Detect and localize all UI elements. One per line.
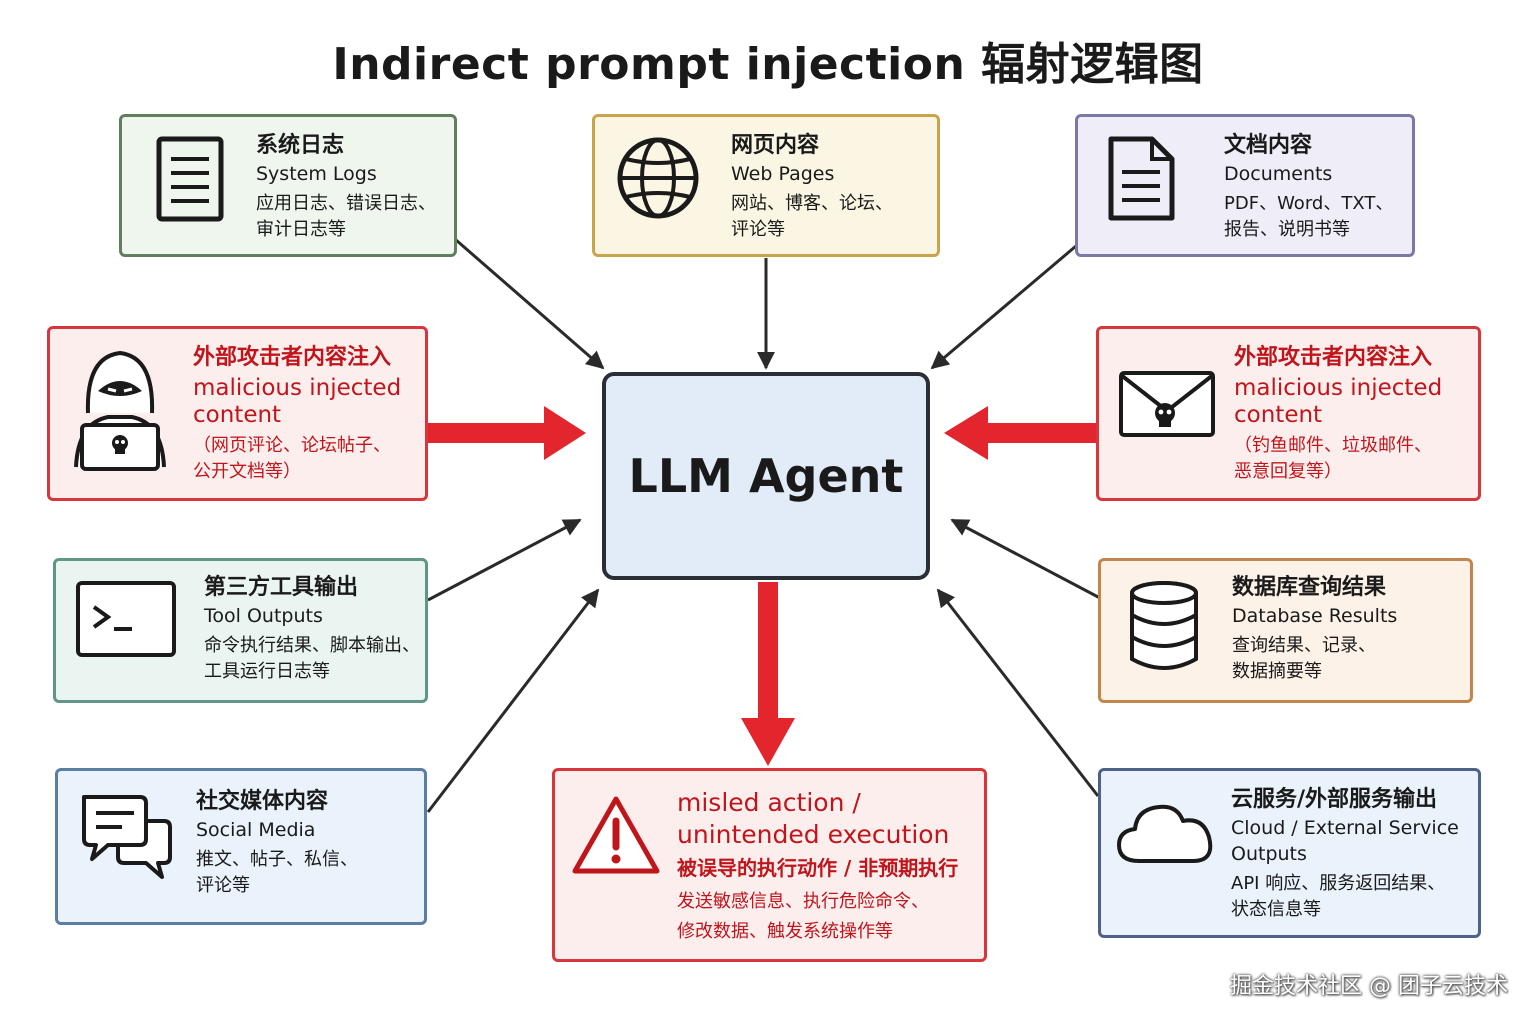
page-title: Indirect prompt injection 辐射逻辑图 <box>332 39 1204 90</box>
file-icon <box>1106 134 1178 228</box>
database-desc-1: 查询结果、记录、 <box>1232 635 1376 656</box>
node-cloud: 云服务/外部服务输出 Cloud / External Service Outp… <box>1098 768 1481 938</box>
cloud-desc-2: 状态信息等 <box>1231 899 1321 920</box>
red-arrow-right <box>944 406 1096 460</box>
social-media-title-en: Social Media <box>196 819 316 841</box>
terminal-icon <box>74 579 178 663</box>
attacker-left-en-1: malicious injected <box>193 375 402 401</box>
social-media-title-cn: 社交媒体内容 <box>196 789 329 814</box>
web-pages-title-en: Web Pages <box>731 163 835 185</box>
web-pages-desc-2: 评论等 <box>731 219 785 240</box>
attacker-left-title-cn: 外部攻击者内容注入 <box>193 345 392 370</box>
database-desc-2: 数据摘要等 <box>1232 661 1322 682</box>
database-title-en: Database Results <box>1232 605 1398 627</box>
node-tool-outputs: 第三方工具输出 Tool Outputs 命令执行结果、脚本输出、 工具运行日志… <box>53 558 428 703</box>
cloud-title-en-2: Outputs <box>1231 843 1307 865</box>
node-attacker-right: 外部攻击者内容注入 malicious injected content （钓鱼… <box>1096 326 1481 501</box>
arrow-cloud <box>936 588 1100 797</box>
system-logs-title-en: System Logs <box>256 163 377 185</box>
database-icon <box>1127 579 1201 679</box>
social-media-desc-1: 推文、帖子、私信、 <box>196 849 358 870</box>
tool-outputs-desc-2: 工具运行日志等 <box>204 661 330 682</box>
node-system-logs: 系统日志 System Logs 应用日志、错误日志、 审计日志等 <box>119 114 457 257</box>
attacker-left-desc-2: 公开文档等） <box>193 461 301 482</box>
misled-action-en-2: unintended execution <box>677 820 950 849</box>
node-social-media: 社交媒体内容 Social Media 推文、帖子、私信、 评论等 <box>55 768 427 925</box>
documents-title-en: Documents <box>1224 163 1333 185</box>
hacker-icon <box>68 347 172 477</box>
system-logs-desc-2: 审计日志等 <box>256 219 346 240</box>
system-logs-title-cn: 系统日志 <box>256 133 345 158</box>
red-arrow-left <box>428 406 586 460</box>
cloud-icon <box>1115 797 1217 871</box>
chat-bubbles-icon <box>78 791 174 887</box>
attacker-right-desc-2: 恶意回复等） <box>1234 461 1342 482</box>
attacker-right-en-2: content <box>1234 402 1323 428</box>
documents-desc-2: 报告、说明书等 <box>1224 219 1350 240</box>
watermark: 掘金技术社区 @ 团子云技术 <box>1230 974 1508 999</box>
node-documents: 文档内容 Documents PDF、Word、TXT、 报告、说明书等 <box>1075 114 1415 257</box>
red-arrow-down <box>741 582 795 766</box>
misled-action-en-1: misled action / <box>677 788 861 817</box>
attacker-right-title-cn: 外部攻击者内容注入 <box>1234 345 1433 370</box>
attacker-left-en-2: content <box>193 402 282 428</box>
tool-outputs-desc-1: 命令执行结果、脚本输出、 <box>204 635 420 656</box>
attacker-right-desc-1: （钓鱼邮件、垃圾邮件、 <box>1234 435 1432 456</box>
arrow-social-media <box>426 588 600 813</box>
node-web-pages: 网页内容 Web Pages 网站、博客、论坛、 评论等 <box>592 114 940 257</box>
tool-outputs-title-en: Tool Outputs <box>204 605 323 627</box>
misled-action-title-cn: 被误导的执行动作 / 非预期执行 <box>677 856 959 880</box>
web-pages-desc-1: 网站、博客、论坛、 <box>731 193 893 214</box>
social-media-desc-2: 评论等 <box>196 875 250 896</box>
node-database: 数据库查询结果 Database Results 查询结果、记录、 数据摘要等 <box>1098 558 1473 703</box>
globe-icon <box>615 133 701 227</box>
attacker-right-en-1: malicious injected <box>1234 375 1443 401</box>
cloud-desc-1: API 响应、服务返回结果、 <box>1231 873 1446 894</box>
tool-outputs-title-cn: 第三方工具输出 <box>204 575 359 600</box>
arrow-system-logs <box>455 238 605 370</box>
database-title-cn: 数据库查询结果 <box>1232 575 1387 600</box>
misled-action-desc-1: 发送敏感信息、执行危险命令、 <box>677 891 929 912</box>
system-logs-desc-1: 应用日志、错误日志、 <box>256 193 436 214</box>
document-lines-icon <box>155 135 227 229</box>
documents-desc-1: PDF、Word、TXT、 <box>1224 193 1394 214</box>
arrow-documents <box>930 244 1077 370</box>
arrow-tool-outputs <box>427 518 582 602</box>
misled-action-desc-2: 修改数据、触发系统操作等 <box>677 921 893 942</box>
node-misled-action: misled action / unintended execution 被误导… <box>552 768 987 962</box>
arrow-database <box>950 518 1101 600</box>
malicious-email-icon <box>1117 369 1217 443</box>
attacker-left-desc-1: （网页评论、论坛帖子、 <box>193 435 391 456</box>
documents-title-cn: 文档内容 <box>1224 133 1313 158</box>
cloud-title-cn: 云服务/外部服务输出 <box>1231 787 1438 812</box>
node-attacker-left: 外部攻击者内容注入 malicious injected content （网页… <box>47 326 428 501</box>
cloud-title-en-1: Cloud / External Service <box>1231 817 1459 839</box>
web-pages-title-cn: 网页内容 <box>731 133 820 158</box>
llm-agent-node: LLM Agent <box>602 372 930 580</box>
warning-icon <box>571 795 661 879</box>
